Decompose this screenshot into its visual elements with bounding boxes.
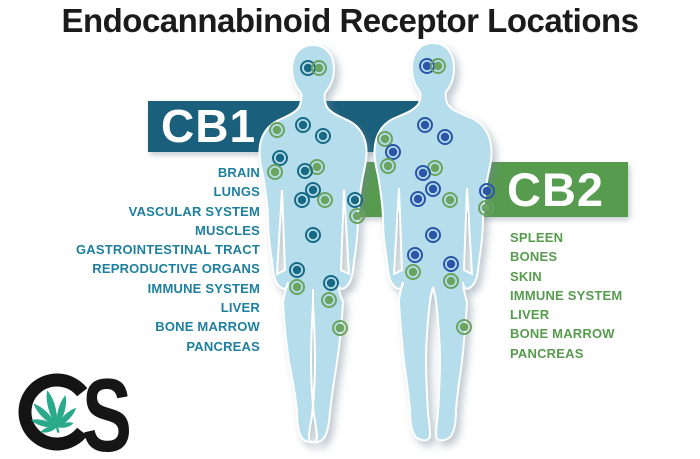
organ-list-item: REPRODUCTIVE ORGANS [92, 261, 260, 277]
organ-list-item: PANCREAS [510, 345, 584, 361]
page-title: Endocannabinoid Receptor Locations [61, 2, 639, 39]
organ-list-item: LUNGS [213, 184, 260, 200]
organ-list-item: BONE MARROW [155, 319, 260, 335]
cb2-label: CB2 [507, 163, 605, 216]
organ-list-item: SPLEEN [510, 230, 564, 245]
cb1-organ-list: BRAIN LUNGS VASCULAR SYSTEM MUSCLES GASTROIN… [76, 163, 260, 356]
cb1-label: CB1 [161, 100, 257, 152]
logo-graphic: S [18, 358, 132, 459]
organ-list-item: SKIN [510, 268, 542, 284]
cb2-organ-list: SPLEEN BONES SKIN IMMUNE SYSTEM LIVER BONE MA… [510, 228, 622, 363]
human-figure-right [373, 42, 493, 442]
organ-list-item: LIVER [510, 307, 550, 323]
logo-letter-c [18, 373, 88, 451]
logo-letter-s: S [82, 370, 132, 456]
organ-list-item: GASTROINTESTINAL TRACT [76, 242, 260, 258]
organ-list-item: IMMUNE SYSTEM [510, 287, 623, 303]
human-figure-left [258, 44, 368, 444]
organ-list-item: LIVER [220, 300, 260, 316]
organ-list-item: MUSCLES [195, 222, 260, 238]
organ-list-item: IMMUNE SYSTEM [147, 280, 260, 296]
organ-list-item: VASCULAR SYSTEM [128, 203, 260, 219]
logo: S [10, 358, 140, 459]
organ-list-item: BONE MARROW [510, 326, 615, 342]
organ-list-item: BONES [510, 249, 558, 265]
organ-list-item: BRAIN [217, 165, 260, 180]
cannabis-leaf-icon [30, 390, 77, 433]
organ-list-item: PANCREAS [186, 338, 260, 354]
